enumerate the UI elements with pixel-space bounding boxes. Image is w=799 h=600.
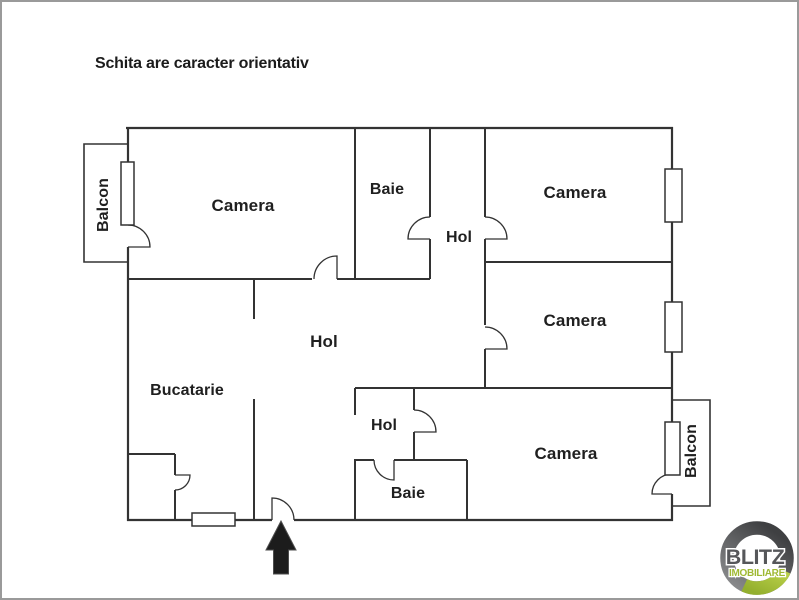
logo-brand-text: BLITZ bbox=[726, 545, 785, 569]
room-label-balcon-right: Balcon bbox=[683, 424, 700, 478]
window-camera-middle-right bbox=[664, 301, 683, 353]
door-swings bbox=[127, 216, 673, 521]
agency-logo: BLITZ IMOBILIARE bbox=[720, 521, 794, 595]
window-camera-top-left bbox=[120, 161, 135, 226]
room-label-hol-small: Hol bbox=[370, 417, 398, 434]
windows bbox=[120, 161, 683, 527]
room-label-camera-top-right: Camera bbox=[543, 183, 607, 202]
window-camera-top-right bbox=[664, 168, 683, 223]
room-label-hol-central: Hol bbox=[310, 332, 338, 351]
plan-disclaimer-title: Schita are caracter orientativ bbox=[95, 55, 309, 72]
room-label-hol-top: Hol bbox=[445, 229, 473, 246]
room-label-camera-middle-right: Camera bbox=[543, 311, 607, 330]
room-label-balcon-left: Balcon bbox=[95, 178, 112, 232]
interior-walls bbox=[127, 128, 672, 520]
window-camera-bottom-right bbox=[664, 421, 681, 476]
logo-tagline-text: IMOBILIARE bbox=[729, 568, 786, 579]
window-bucatarie bbox=[191, 512, 236, 527]
logo-ring bbox=[720, 521, 794, 595]
room-label-bucatarie: Bucatarie bbox=[150, 382, 224, 399]
entrance-arrow bbox=[265, 519, 297, 575]
balcony-left-outline bbox=[83, 143, 128, 263]
room-label-camera-bottom-right: Camera bbox=[534, 444, 598, 463]
room-label-baie-top: Baie bbox=[369, 181, 405, 198]
room-label-camera-top-left: Camera bbox=[211, 196, 275, 215]
room-label-baie-bottom: Baie bbox=[390, 485, 426, 502]
balcony-right-outline bbox=[672, 399, 711, 507]
